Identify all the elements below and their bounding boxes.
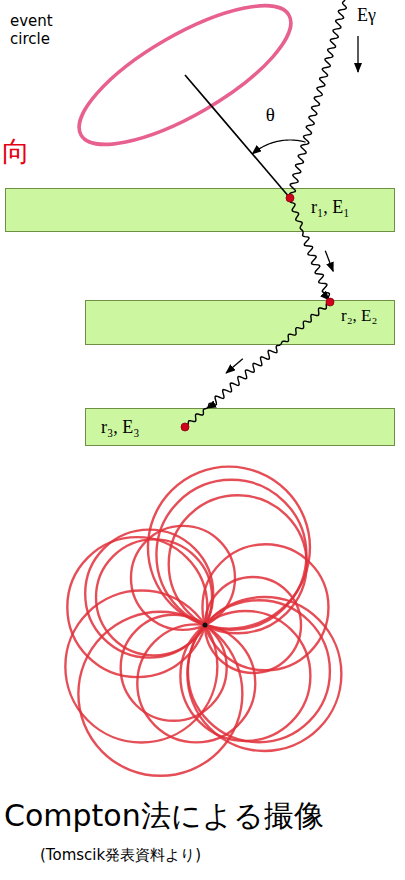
event-circle-trace (202, 544, 328, 670)
event-circle-trace (169, 495, 307, 633)
cone-axis-inside (185, 75, 211, 106)
angle-arc (252, 140, 305, 154)
direction-arrows (226, 36, 358, 373)
direction-arrow (325, 251, 333, 272)
node-label: r₃, E₃ (101, 417, 140, 439)
interaction-point (326, 298, 334, 306)
photon-track (207, 345, 280, 408)
track-segments (185, 0, 346, 427)
direction-arrow (226, 359, 243, 373)
angle-label: θ (266, 104, 275, 127)
event-circle-outline (61, 0, 309, 170)
caption: Compton法による撮像 (4, 798, 324, 834)
source-note: (Tomscik発表資料より) (40, 846, 201, 864)
direction-arrow (357, 36, 358, 72)
source-point (203, 623, 208, 628)
photon-track (303, 232, 330, 300)
detector-layer: r₃, E₃ (85, 408, 395, 446)
cut-heading: 向 (2, 135, 30, 169)
photon-track-inside (290, 198, 303, 232)
event-circle-trace (96, 539, 212, 655)
ellipse-outline (60, 0, 320, 150)
event-circle-trace (85, 530, 213, 658)
interaction-point (181, 423, 189, 431)
node-label: event circle (10, 12, 60, 48)
photon-track-inside (280, 302, 330, 345)
energy-label: Eγ (357, 5, 376, 27)
incoming-gamma (290, 0, 347, 198)
node-label: r₁, E₁ (311, 197, 350, 219)
event-circle: event circle (60, 0, 320, 150)
detector-layer: r₁, E₁ (5, 188, 395, 232)
detector-layer: r₂, E₂ (85, 300, 395, 345)
interaction-point (286, 194, 294, 202)
event-circle-trace (180, 611, 310, 741)
node-label: r₂, E₂ (341, 306, 377, 326)
